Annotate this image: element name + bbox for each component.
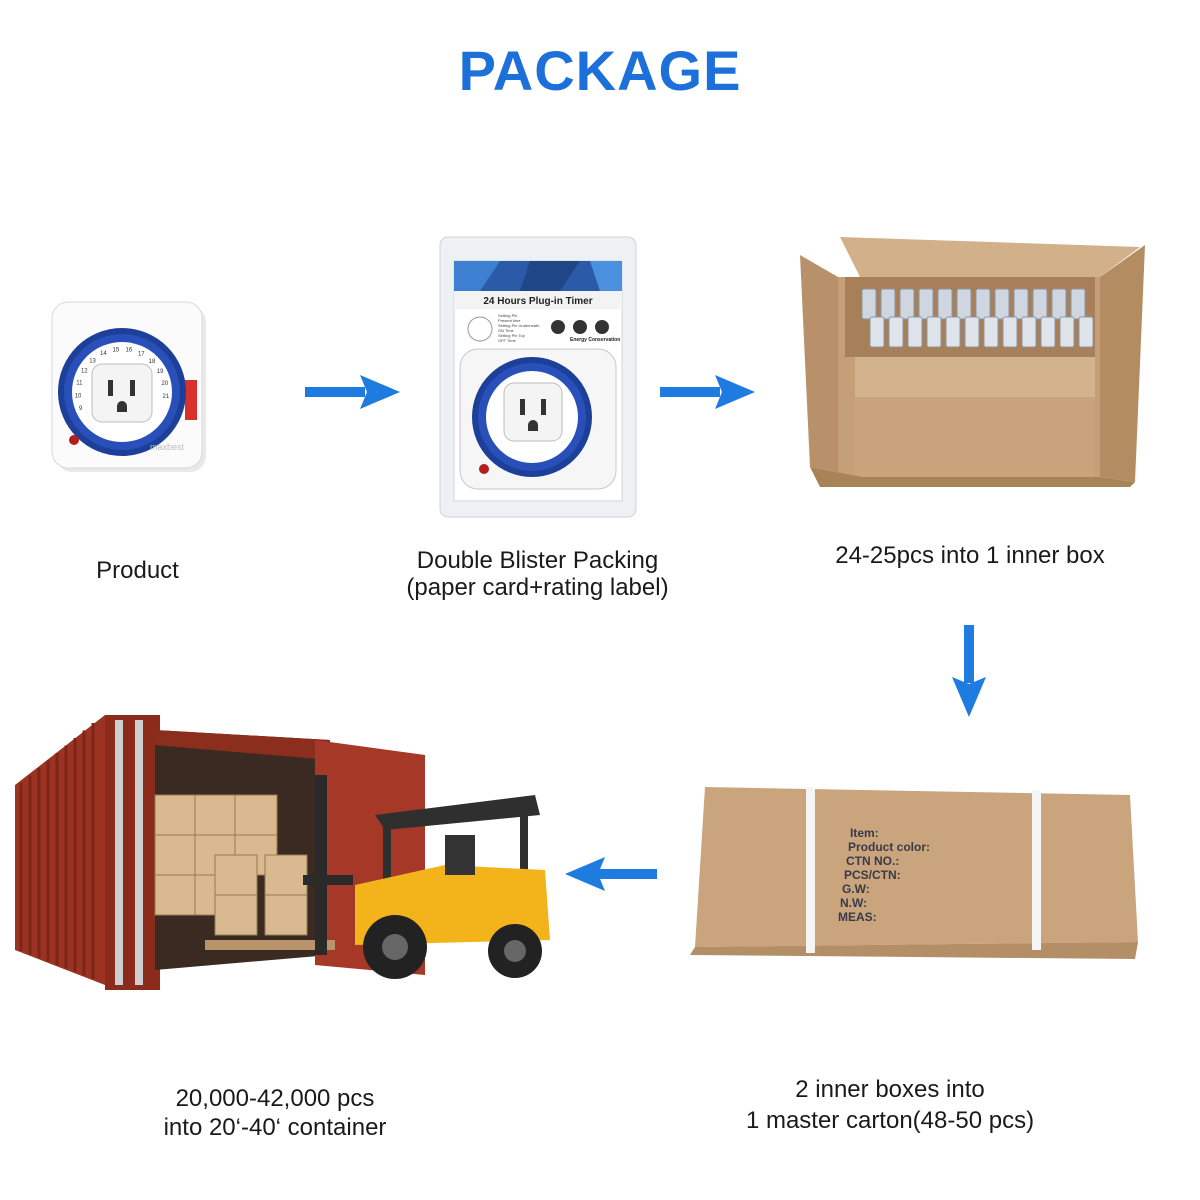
blister-pack-image: 24 Hours Plug-in Timer Setting PinPresen… [439, 236, 637, 518]
card-line: Setting Pin [498, 313, 517, 318]
carton-label-line: Product color: [848, 840, 930, 854]
cargo-box [154, 794, 198, 836]
svg-text:Energy Conservation: Energy Conservation [570, 337, 620, 343]
carton-label-line: MEAS: [838, 910, 877, 924]
packed-timer [888, 316, 904, 348]
carton-label-line: CTN NO.: [846, 854, 899, 868]
cargo-box [234, 794, 278, 836]
arrow-left-icon [565, 857, 657, 891]
dial-number: 18 [149, 359, 156, 365]
packed-timer [926, 316, 942, 348]
caption-container-line2: into 20‘-40‘ container [163, 1114, 387, 1141]
cargo-box [264, 854, 308, 896]
card-line: ON Time [498, 328, 515, 333]
card-line: Setting Pin Underneath [498, 323, 539, 328]
packed-timer [937, 288, 953, 320]
cargo-box [214, 894, 258, 936]
carton-label-line: PCS/CTN: [844, 868, 901, 882]
caption-blister-line1: Double Blister Packing [416, 547, 659, 574]
packed-timer [1059, 316, 1075, 348]
dial-number: 19 [157, 369, 164, 375]
cargo-box [194, 794, 238, 836]
dial-number: 15 [113, 347, 120, 353]
card-line: Present time [498, 318, 521, 323]
dial-number: 14 [100, 351, 107, 357]
dial-number: 20 [162, 381, 169, 387]
cargo-box [154, 874, 198, 916]
packed-timer [869, 316, 885, 348]
packed-timer [956, 288, 972, 320]
svg-text:24 Hours Plug-in Timer: 24 Hours Plug-in Timer [483, 296, 592, 307]
packed-timer [1051, 288, 1067, 320]
caption-blister-line2: (paper card+rating label) [406, 574, 669, 601]
packed-timer [1078, 316, 1094, 348]
caption-master-line1: 2 inner boxes into [795, 1076, 985, 1103]
page-title: PACKAGE [458, 39, 742, 102]
master-carton-image: Item:Product color:CTN NO.:PCS/CTN:G.W:N… [690, 787, 1138, 959]
packed-timer [964, 316, 980, 348]
dial-number: 9 [79, 406, 83, 412]
dial-number: 17 [138, 351, 145, 357]
cargo-box [214, 854, 258, 896]
packed-timer [994, 288, 1010, 320]
packed-timer [983, 316, 999, 348]
packed-timer [907, 316, 923, 348]
packed-timer [880, 288, 896, 320]
caption-container-line1: 20,000-42,000 pcs [175, 1085, 375, 1112]
packed-timer [1032, 288, 1048, 320]
packed-timer [1040, 316, 1056, 348]
carton-label-line: G.W: [842, 882, 870, 896]
packed-timer [899, 288, 915, 320]
packed-timer [945, 316, 961, 348]
dial-number: 11 [76, 380, 83, 386]
dial-number: 21 [163, 394, 170, 400]
packed-timer [861, 288, 877, 320]
dial-number: 13 [89, 358, 96, 364]
packed-timer [1002, 316, 1018, 348]
dial-number: 12 [81, 368, 88, 374]
packed-timer [1070, 288, 1086, 320]
caption-inner-box: 24-25pcs into 1 inner box [835, 542, 1105, 569]
card-line: Setting Pin Top [498, 333, 526, 338]
carton-label-line: Item: [850, 826, 879, 840]
arrow-right-icon [660, 375, 755, 409]
packed-timer [1013, 288, 1029, 320]
carton-label-line: N.W: [840, 896, 867, 910]
dial-number: 16 [126, 348, 133, 354]
svg-text:maxbest: maxbest [150, 442, 185, 452]
dial-number: 10 [75, 393, 82, 399]
arrow-right-icon [305, 375, 400, 409]
packed-timer [918, 288, 934, 320]
caption-product: Product [96, 557, 179, 584]
card-line: OFF Time [498, 338, 517, 343]
packed-timer [975, 288, 991, 320]
cargo-box [264, 894, 308, 936]
container-forklift-image [15, 715, 550, 990]
inner-box-image [800, 237, 1145, 487]
caption-master-line2: 1 master carton(48-50 pcs) [745, 1107, 1035, 1134]
packed-timer [1021, 316, 1037, 348]
cargo-box [154, 834, 198, 876]
arrow-down-icon [952, 625, 986, 717]
